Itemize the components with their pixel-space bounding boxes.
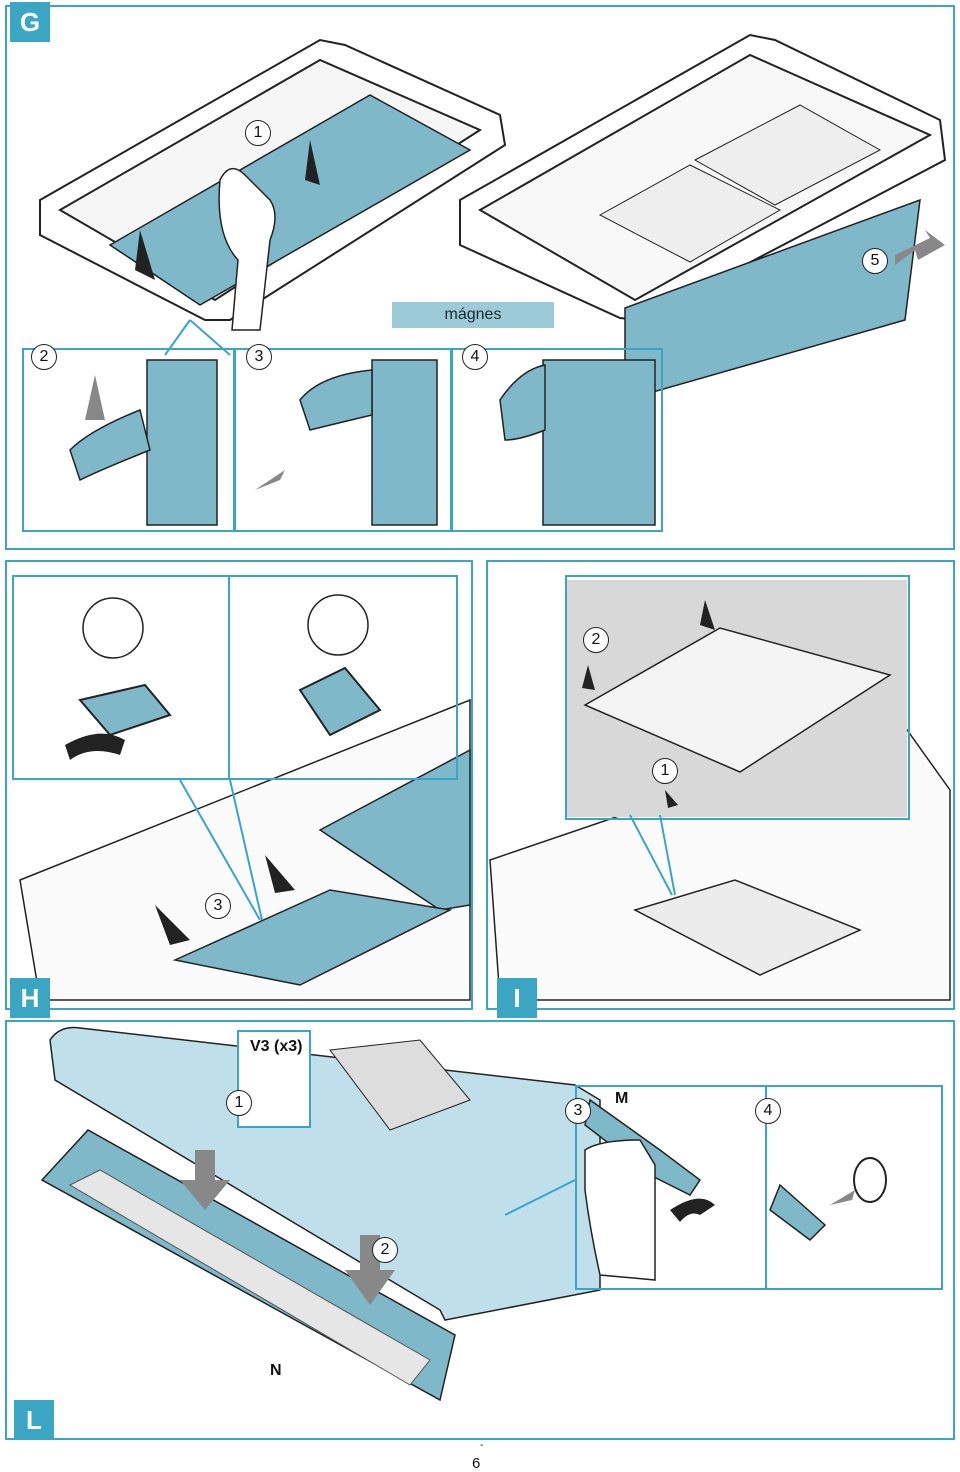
panel-tag-g: G [10, 2, 50, 42]
substep-illustration-4 [499, 359, 656, 526]
label-m: M [615, 1090, 629, 1107]
l-detail-3 [584, 1098, 715, 1281]
grease-filter-h-bottom [172, 889, 453, 986]
carbon-filter-detail [583, 627, 892, 773]
footer-dash: - [480, 1440, 484, 1451]
panel-i [486, 560, 955, 1010]
grease-filter-2 [693, 104, 882, 206]
grease-filter-1 [598, 164, 782, 263]
panel-tag-h: H [10, 978, 50, 1018]
grease-filter-h-top [318, 748, 471, 911]
label-n: N [270, 1362, 282, 1379]
h-detail-panel-left [12, 575, 230, 780]
step-l-1: 1 [226, 1090, 252, 1116]
step-g-2: 2 [31, 344, 57, 370]
step-i-1: 1 [652, 758, 678, 784]
step-g-4: 4 [462, 344, 488, 370]
arrow-down-1 [180, 1150, 230, 1210]
magnet-label: mágnes [392, 302, 554, 328]
filter-panel-left [108, 94, 472, 306]
panel-tag-l: L [14, 1400, 54, 1440]
hand-icon [218, 167, 276, 331]
carbon-filter-i [633, 879, 862, 976]
step-g-5: 5 [862, 248, 888, 274]
l-detail-panel-3 [575, 1085, 767, 1290]
step-g-3: 3 [246, 344, 272, 370]
panel-h [5, 560, 473, 1010]
l-detail-4 [769, 1157, 887, 1241]
screw-detail-box [237, 1030, 311, 1128]
substep-illustration-2 [69, 359, 218, 526]
step-l-4: 4 [755, 1098, 781, 1124]
h-detail-right [298, 594, 382, 737]
substep-illustration-3 [255, 359, 438, 526]
step-g-1: 1 [245, 120, 271, 146]
h-detail-panel-right [228, 575, 458, 780]
panel-l [5, 1020, 955, 1440]
screw-label: V3 (x3) [250, 1038, 303, 1055]
substep-panel-2 [22, 348, 235, 532]
carbon-filter-l [329, 1039, 471, 1131]
panel-tag-i: I [497, 978, 537, 1018]
step-l-2: 2 [372, 1237, 398, 1263]
arrow-down-2 [345, 1235, 395, 1305]
hood-illustration-l [49, 1026, 601, 1321]
step-l-3: 3 [565, 1098, 591, 1124]
substep-panel-3 [234, 348, 452, 532]
step-i-2: 2 [583, 627, 609, 653]
i-detail-panel [565, 575, 910, 820]
l-detail-panel-4 [765, 1085, 943, 1290]
substep-panel-4 [451, 348, 663, 532]
step-h-3: 3 [205, 893, 231, 919]
h-detail-left [65, 597, 172, 760]
page-number: 6 [472, 1455, 481, 1472]
